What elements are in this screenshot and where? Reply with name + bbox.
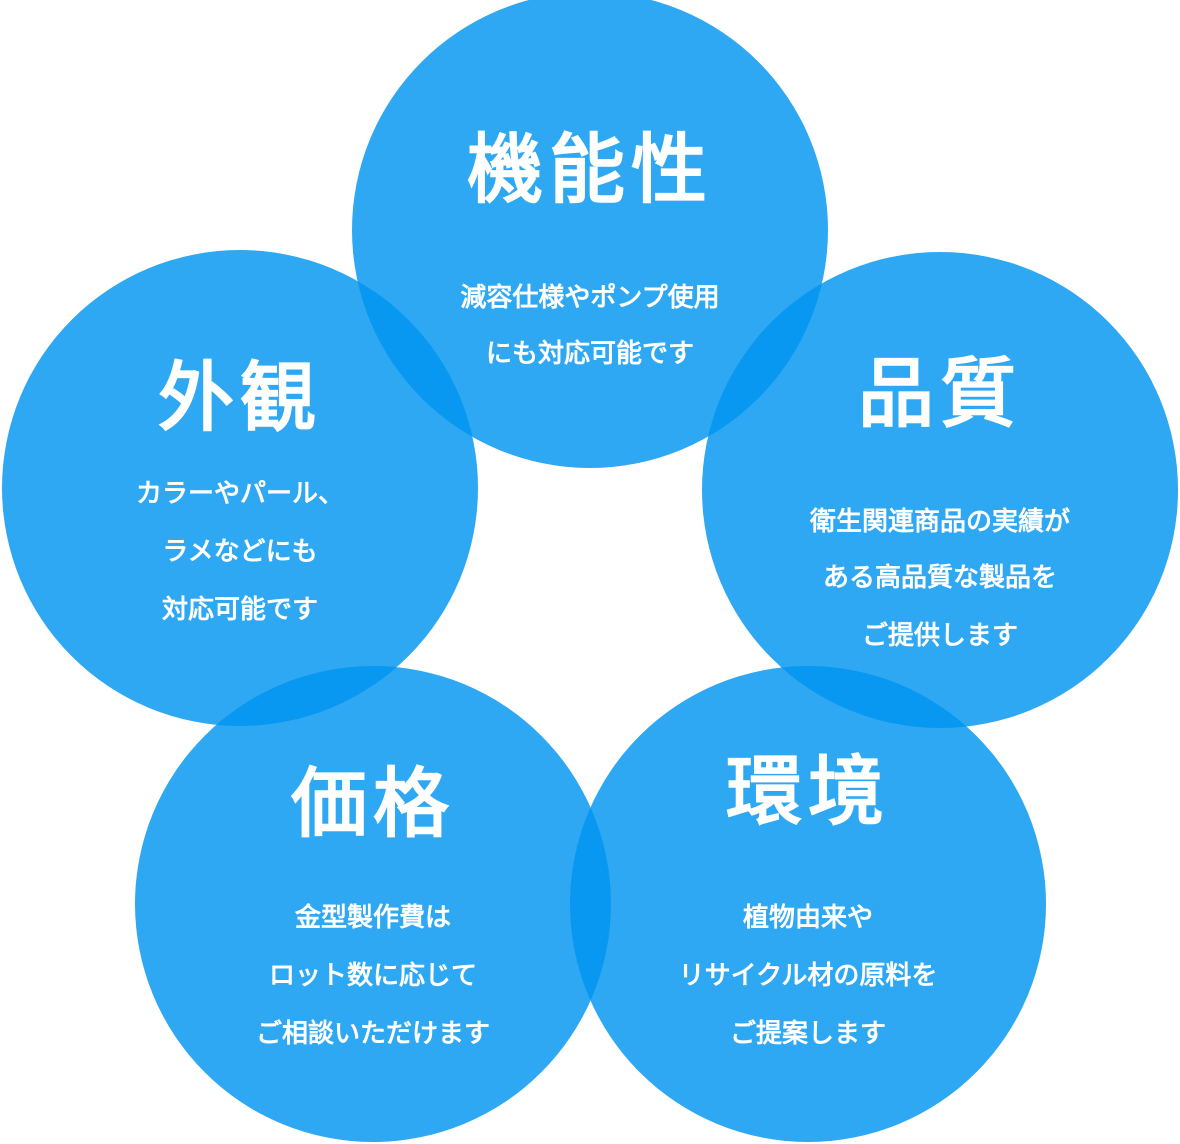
circle-desc-environment-line-2: リサイクル材の原料を — [679, 961, 938, 991]
circle-desc-appearance-line-3: 対応可能です — [162, 594, 318, 625]
circle-desc-price-line-2: ロット数に応じて — [269, 960, 477, 991]
circle-desc-price-line-1: 金型製作費は — [294, 902, 451, 933]
circle-functionality — [352, 0, 828, 468]
circle-desc-environment-line-3: ご提案します — [730, 1018, 886, 1049]
circle-desc-quality-line-2: ある高品質な製品を — [823, 562, 1057, 593]
circle-desc-functionality-line-2: にも対応可能です — [486, 338, 694, 369]
circle-environment — [570, 666, 1046, 1142]
circle-title-functionality: 機能性 — [467, 125, 713, 214]
circle-title-quality: 品質 — [858, 349, 1022, 438]
circle-group-price: 価格 金型製作費は ロット数に応じて ご相談いただけます — [135, 666, 611, 1142]
circle-desc-quality-line-3: ご提供します — [862, 620, 1018, 651]
circle-group-quality: 品質 衛生関連商品の実績が ある高品質な製品を ご提供します — [702, 252, 1178, 728]
circle-group-functionality: 機能性 減容仕様やポンプ使用 にも対応可能です — [352, 0, 828, 468]
circle-group-environment: 環境 植物由来や リサイクル材の原料を ご提案します — [570, 666, 1046, 1142]
circle-desc-environment-line-1: 植物由来や — [743, 903, 873, 933]
circle-desc-price-line-3: ご相談いただけます — [256, 1018, 490, 1049]
circle-price — [135, 666, 611, 1142]
circle-desc-appearance-line-2: ラメなどにも — [162, 537, 317, 567]
circle-title-environment: 環境 — [726, 747, 890, 836]
circle-quality — [702, 252, 1178, 728]
circle-title-price: 価格 — [290, 759, 455, 848]
circle-title-appearance: 外観 — [158, 353, 322, 442]
circle-desc-appearance-line-1: カラーやパール、 — [136, 479, 344, 509]
circle-desc-functionality-line-1: 減容仕様やポンプ使用 — [460, 282, 719, 313]
circle-group-appearance: 外観 カラーやパール、 ラメなどにも 対応可能です — [2, 250, 478, 726]
circle-desc-quality-line-1: 衛生関連商品の実績が — [809, 506, 1070, 537]
circle-appearance — [2, 250, 478, 726]
